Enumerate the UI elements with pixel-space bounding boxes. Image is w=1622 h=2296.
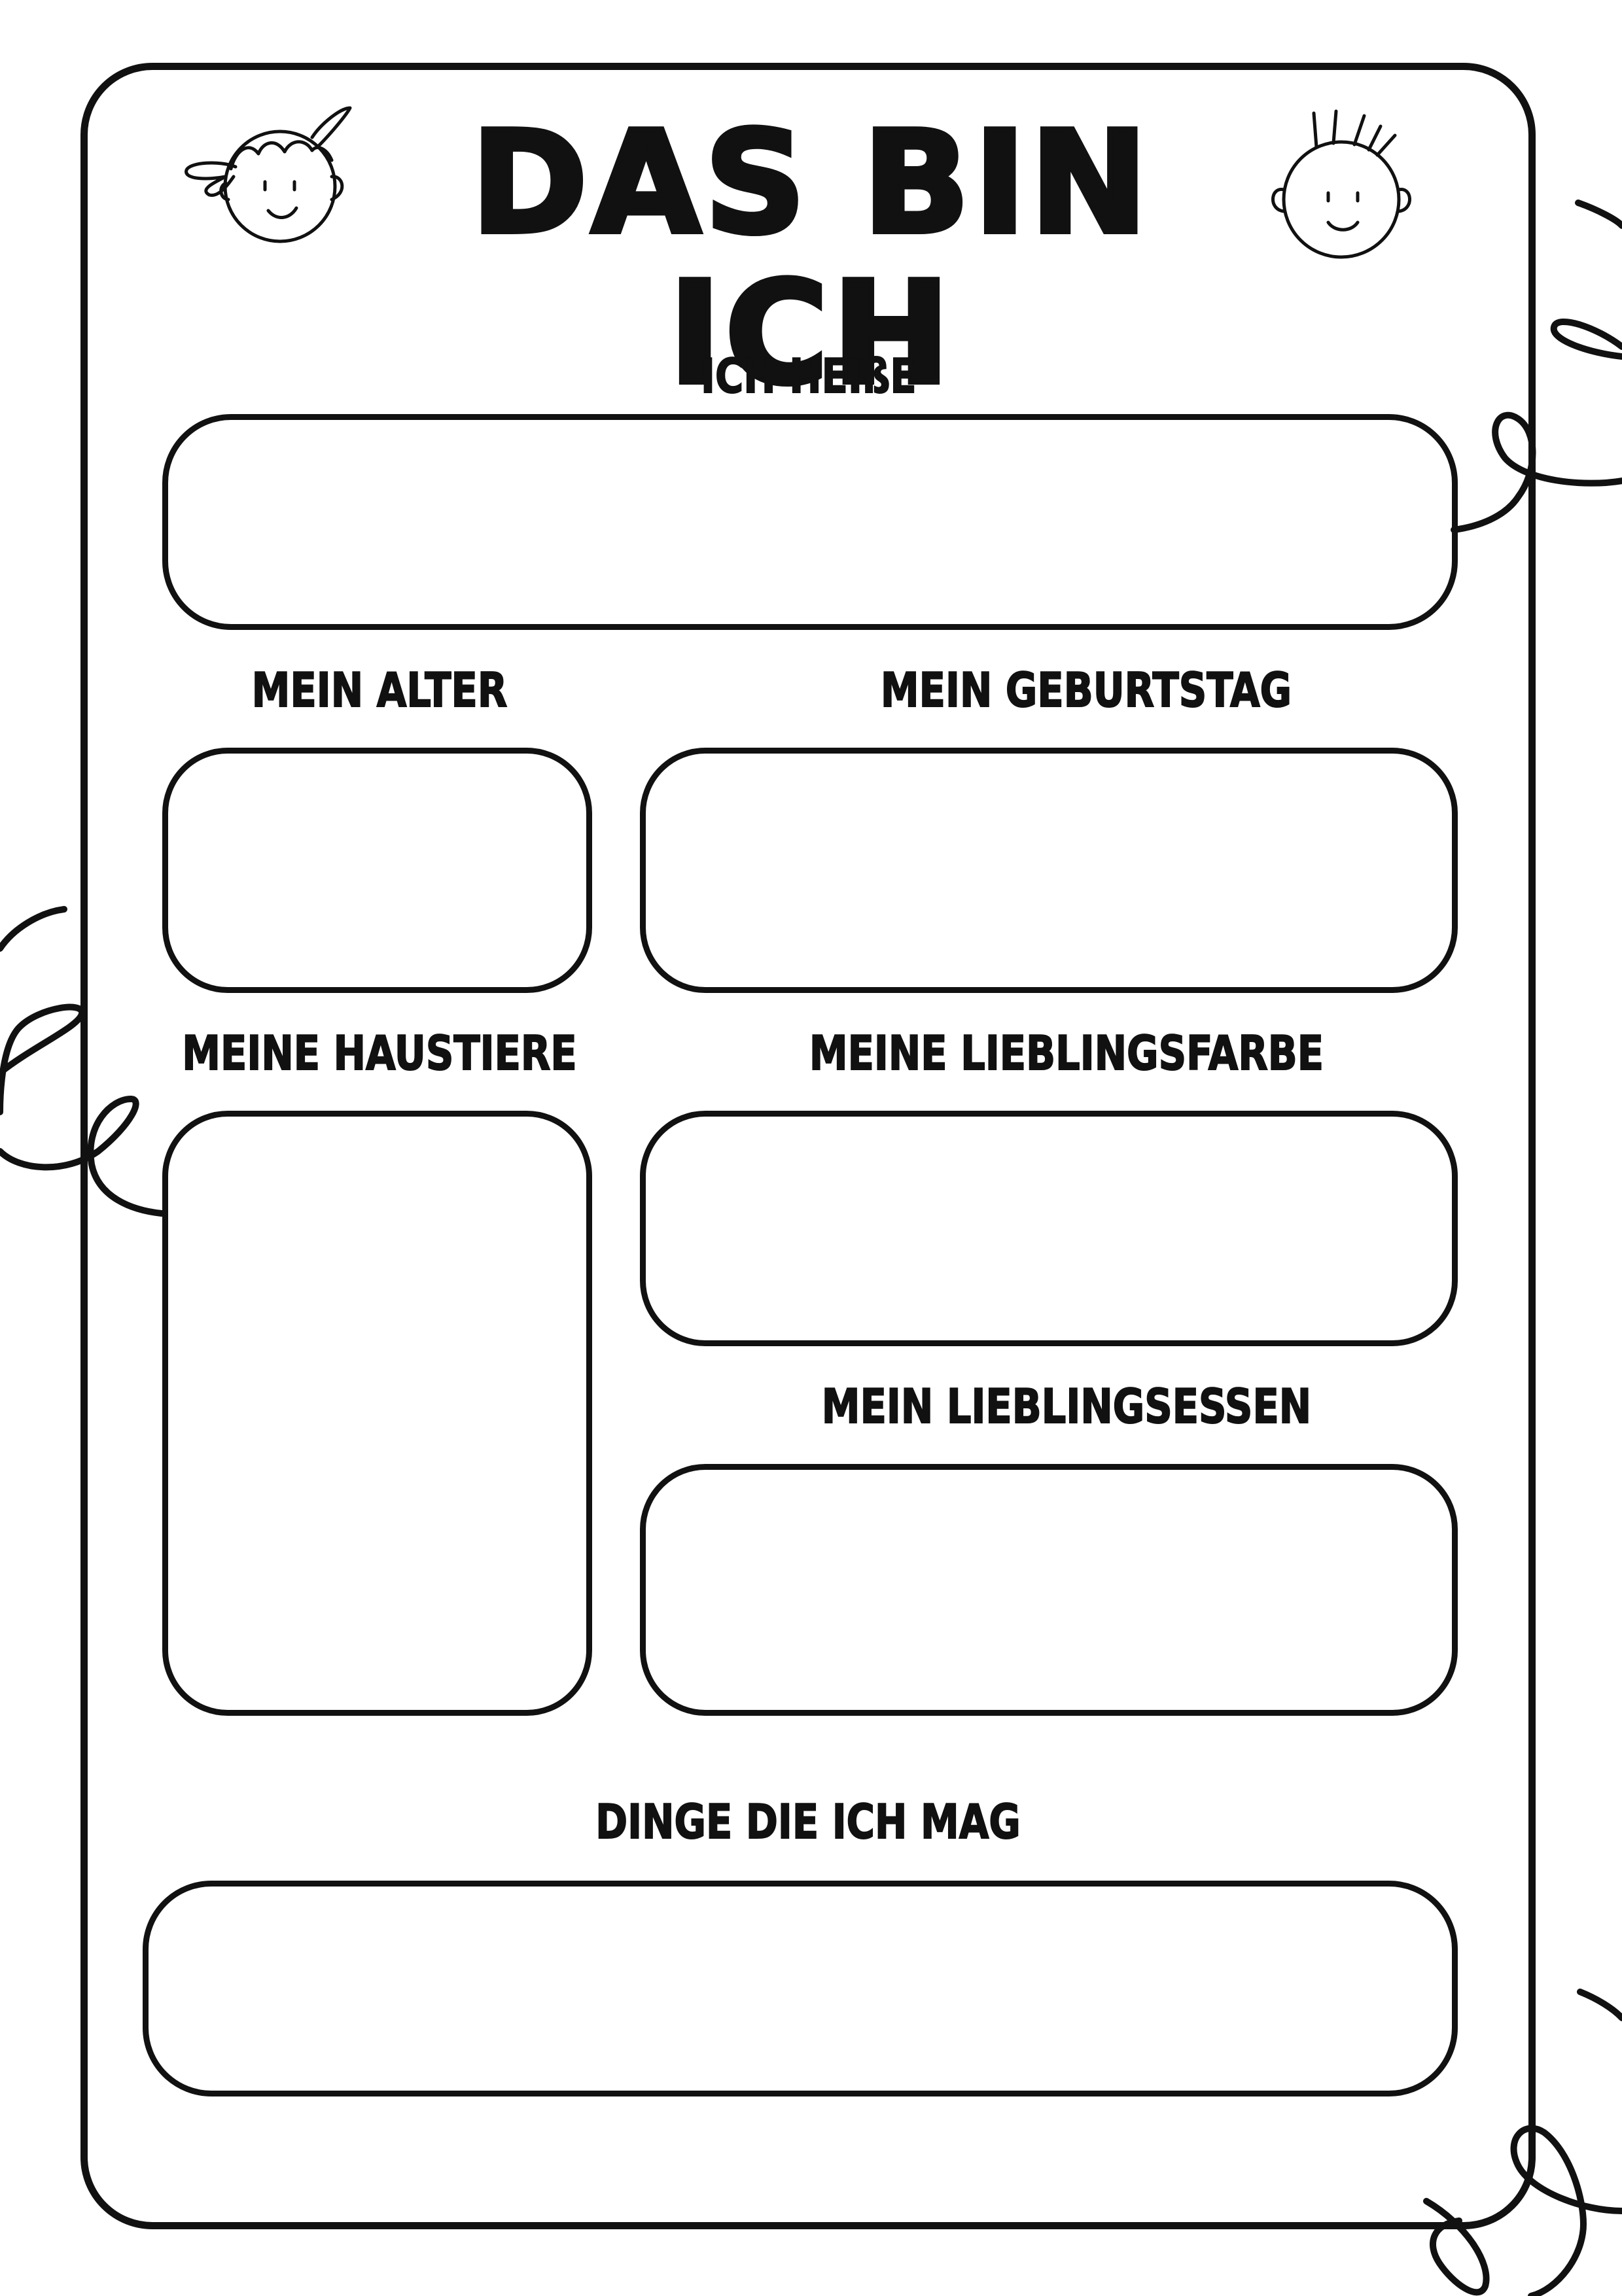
birthday-field[interactable]: [640, 748, 1458, 993]
page-title: DAS BIN ICH: [468, 101, 1152, 415]
favorite-food-label: MEIN LIEBLINGSESSEN: [821, 1378, 1312, 1435]
pets-field[interactable]: [162, 1111, 592, 1716]
favorite-color-label: MEINE LIEBLINGSFARBE: [809, 1025, 1324, 1081]
likes-label: DINGE DIE ICH MAG: [595, 1794, 1021, 1850]
age-field[interactable]: [162, 748, 592, 993]
favorite-color-field[interactable]: [640, 1111, 1458, 1346]
age-label: MEIN ALTER: [251, 662, 508, 718]
likes-field[interactable]: [143, 1881, 1458, 2096]
name-field[interactable]: [162, 414, 1458, 630]
page-frame: [80, 63, 1536, 2229]
birthday-label: MEIN GEBURTSTAG: [880, 662, 1292, 718]
name-label: ICH HEIßE: [700, 348, 917, 404]
squiggle-bottom-right: [1423, 1989, 1622, 2296]
pets-label: MEINE HAUSTIERE: [181, 1025, 577, 1081]
girl-face-icon: [185, 106, 352, 243]
squiggle-left-middle: [0, 906, 165, 1217]
favorite-food-field[interactable]: [640, 1464, 1458, 1716]
squiggle-top-right: [1451, 200, 1622, 533]
boy-face-icon: [1271, 109, 1411, 259]
